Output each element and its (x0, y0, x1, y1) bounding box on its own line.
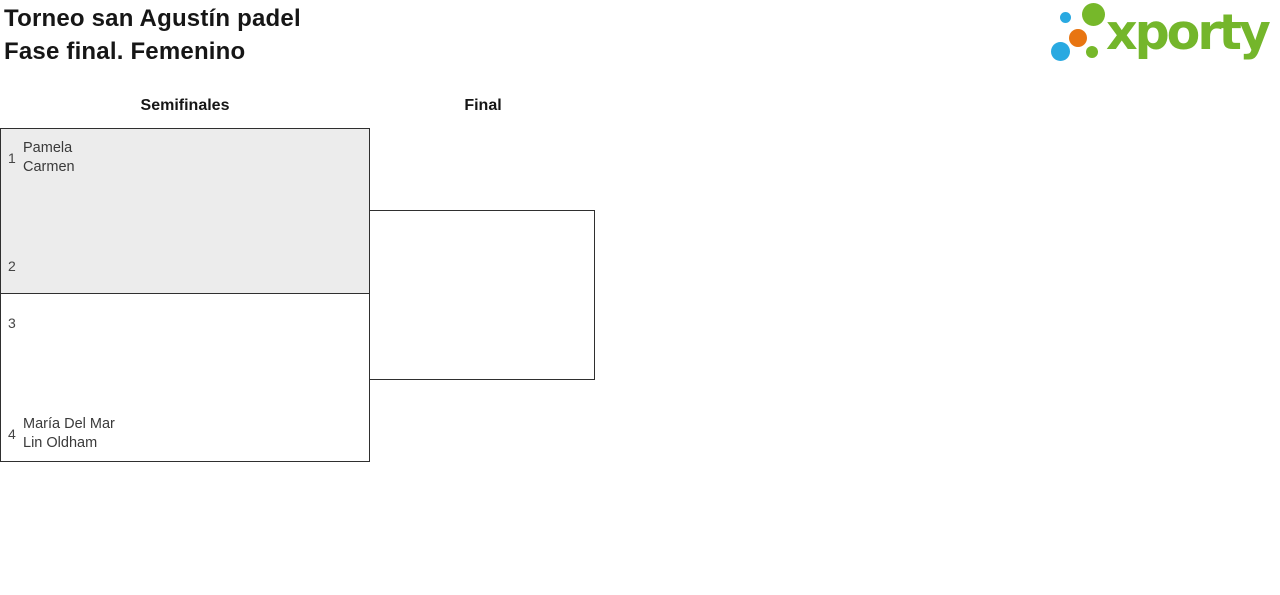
player-name: Pamela (23, 140, 73, 156)
match-slot-seed-4[interactable]: 4 María Del Mar Lin Oldham (8, 415, 361, 453)
seed-number: 3 (8, 315, 16, 331)
logo-dot-blue-small-icon (1060, 12, 1071, 23)
xporty-logo[interactable]: xporty (1048, 0, 1280, 70)
match-slot-seed-3[interactable]: 3 (8, 304, 361, 342)
page-title: Torneo san Agustín padel Fase final. Fem… (4, 2, 301, 68)
player-name: María Del Mar (23, 416, 115, 432)
team-players: María Del Mar Lin Oldham (23, 415, 115, 453)
match-slot-seed-1[interactable]: 1 Pamela Carmen (8, 139, 361, 177)
logo-dot-green-large-icon (1082, 3, 1105, 26)
seed-number: 1 (8, 150, 16, 166)
logo-wordmark: xporty (1106, 4, 1271, 61)
seed-number: 4 (8, 426, 16, 442)
match-slot-seed-2[interactable]: 2 (8, 247, 361, 285)
logo-dot-blue-large-icon (1051, 42, 1070, 61)
match-semifinal-2[interactable]: 3 4 María Del Mar Lin Oldham (0, 293, 370, 462)
player-name: Lin Oldham (23, 435, 98, 451)
match-final[interactable] (369, 210, 595, 380)
logo-dot-green-small-icon (1086, 46, 1098, 58)
team-players: Pamela Carmen (23, 139, 75, 177)
round-header-final: Final (464, 97, 502, 114)
round-header-semifinales: Semifinales (140, 97, 230, 114)
seed-number: 2 (8, 258, 16, 274)
phase-subtitle: Fase final. Femenino (4, 38, 246, 65)
tournament-name: Torneo san Agustín padel (4, 5, 301, 32)
logo-dot-orange-icon (1069, 29, 1087, 47)
match-semifinal-1[interactable]: 1 Pamela Carmen 2 (0, 128, 370, 294)
player-name: Carmen (23, 159, 75, 175)
